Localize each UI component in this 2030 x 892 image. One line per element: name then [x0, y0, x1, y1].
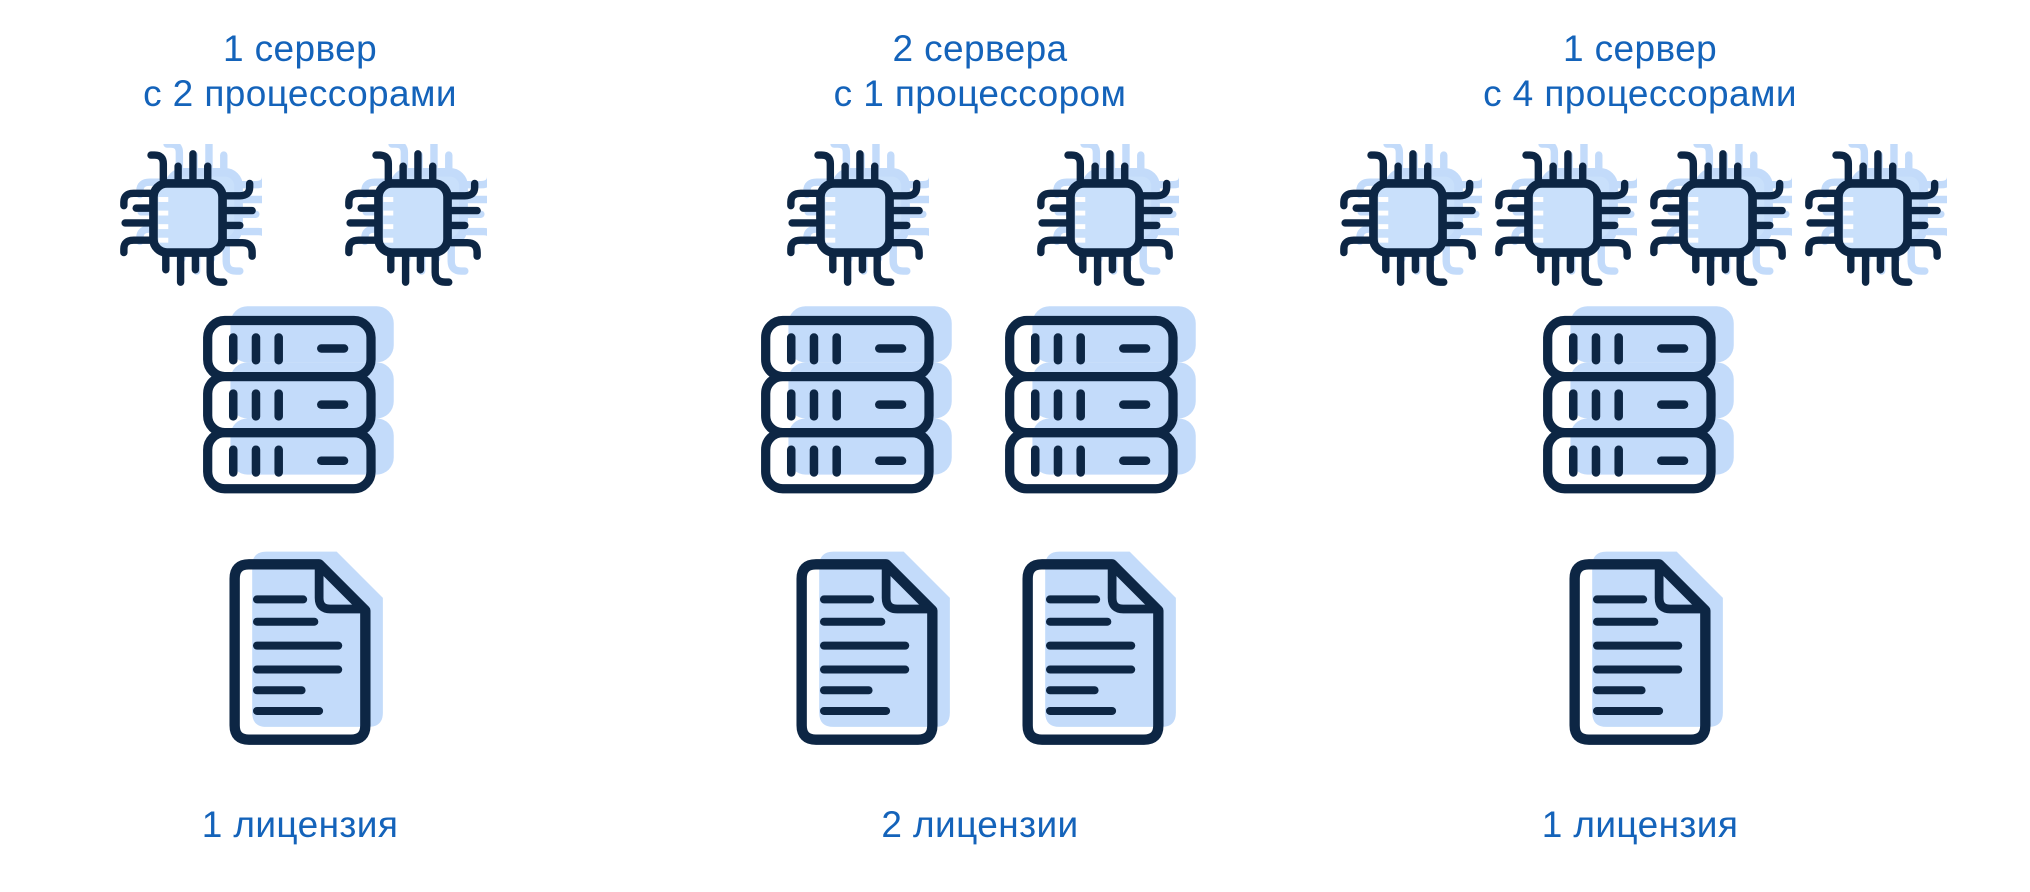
cpu-row: [114, 144, 487, 292]
title-line-1: 1 сервер: [222, 28, 378, 69]
cpu-row: [781, 144, 1179, 292]
server-rack-icon: [760, 306, 956, 494]
license-scheme-column-2: 2 сервера с 1 процессором 2 лицензии: [600, 26, 1360, 847]
license-scheme-column-3: 1 сервер с 4 процессорами 1 лицензия: [1360, 26, 1920, 847]
column-title: 1 сервер с 2 процессорами: [143, 26, 457, 116]
cpu-chip-icon: [1031, 144, 1179, 292]
license-document-icon: [217, 550, 383, 754]
license-count-label: 1 лицензия: [201, 804, 399, 845]
title-line-2: с 2 процессорами: [143, 73, 457, 114]
server-row: [202, 302, 398, 498]
license-row: [784, 548, 1176, 756]
license-count-label: 1 лицензия: [1541, 804, 1739, 845]
column-title: 2 сервера с 1 процессором: [834, 26, 1127, 116]
server-row: [760, 302, 1200, 498]
cpu-chip-icon: [339, 144, 487, 292]
cpu-chip-icon: [781, 144, 929, 292]
server-row: [1542, 302, 1738, 498]
license-document-icon: [1010, 550, 1176, 754]
license-document-icon: [1557, 550, 1723, 754]
license-row: [1557, 548, 1723, 756]
cpu-row: [1334, 144, 1947, 292]
column-title: 1 сервер с 4 процессорами: [1483, 26, 1797, 116]
server-rack-icon: [1004, 306, 1200, 494]
license-row: [217, 548, 383, 756]
server-rack-icon: [1542, 306, 1738, 494]
title-line-1: 1 сервер: [1562, 28, 1718, 69]
title-line-2: с 1 процессором: [833, 73, 1127, 114]
title-line-2: с 4 процессорами: [1483, 73, 1797, 114]
cpu-chip-icon: [1489, 144, 1637, 292]
cpu-chip-icon: [1799, 144, 1947, 292]
licensing-diagram: 1 сервер с 2 процессорами 1 лицензия 2 с…: [0, 26, 2030, 847]
cpu-chip-icon: [1644, 144, 1792, 292]
license-scheme-column-1: 1 сервер с 2 процессорами 1 лицензия: [0, 26, 600, 847]
server-rack-icon: [202, 306, 398, 494]
title-line-1: 2 сервера: [892, 28, 1068, 69]
license-document-icon: [784, 550, 950, 754]
license-count-label: 2 лицензии: [881, 804, 1079, 845]
cpu-chip-icon: [114, 144, 262, 292]
cpu-chip-icon: [1334, 144, 1482, 292]
